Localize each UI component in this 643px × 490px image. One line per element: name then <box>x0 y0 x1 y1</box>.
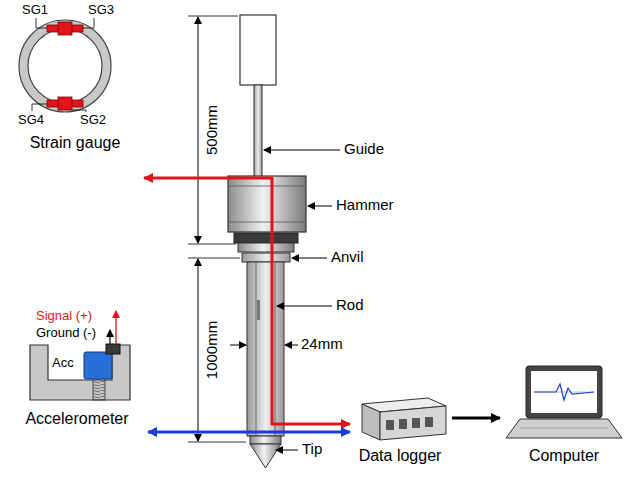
part-label: Rod <box>336 297 364 314</box>
leader-line <box>292 258 327 259</box>
signal-label: Ground (-) <box>36 326 96 340</box>
accelerometer-body <box>84 352 112 379</box>
sensor-section: Strain gauge <box>8 0 142 190</box>
cone-tip <box>250 444 281 468</box>
dimension-label: 24mm <box>301 336 343 353</box>
collar <box>238 243 294 252</box>
part-label: Hammer <box>336 197 394 214</box>
waveform <box>534 384 594 400</box>
mount-bracket <box>30 345 130 400</box>
computer: Computer <box>500 360 628 470</box>
part-label: Anvil <box>331 249 364 266</box>
mount-screw <box>93 378 105 400</box>
part-label: Tip <box>302 441 322 458</box>
dimension-label: 1000mm <box>204 321 221 379</box>
logger-front <box>380 406 446 440</box>
leader-line <box>277 306 332 307</box>
part-label: Acc <box>52 356 74 370</box>
rod-section <box>19 20 111 112</box>
gauge-label: SG2 <box>80 113 106 127</box>
node-heading: Accelerometer <box>8 410 146 428</box>
node-heading: Strain gauge <box>8 134 142 152</box>
tip-band <box>250 436 281 444</box>
signal-connector <box>452 417 500 420</box>
hammer <box>228 176 306 232</box>
leader-line <box>264 150 340 151</box>
gauge-label: SG3 <box>88 3 114 17</box>
dimension-label: 500mm <box>204 105 221 155</box>
leader-line <box>308 206 332 207</box>
signal-connector <box>144 178 350 424</box>
node-heading: Data logger <box>350 447 450 465</box>
rod <box>247 262 284 436</box>
signal-wire <box>115 311 116 344</box>
anvil <box>242 253 290 262</box>
leader-line <box>276 450 298 451</box>
gauge-label: SG1 <box>22 3 48 17</box>
guide-rod <box>254 85 262 177</box>
gauge-label: SG4 <box>18 113 44 127</box>
dimension-line <box>198 17 199 243</box>
node-heading: Computer <box>500 447 628 465</box>
guide-cap <box>240 15 276 85</box>
signal-connector <box>148 431 350 434</box>
connector <box>106 344 120 354</box>
data-logger: Data logger <box>350 385 450 470</box>
laptop-screen <box>526 366 602 418</box>
laptop-base <box>506 419 622 438</box>
part-label: Guide <box>344 141 384 158</box>
ground-wire <box>109 330 110 344</box>
dimension-line <box>198 259 199 441</box>
collar <box>234 233 298 243</box>
signal-label: Signal (+) <box>36 309 92 323</box>
